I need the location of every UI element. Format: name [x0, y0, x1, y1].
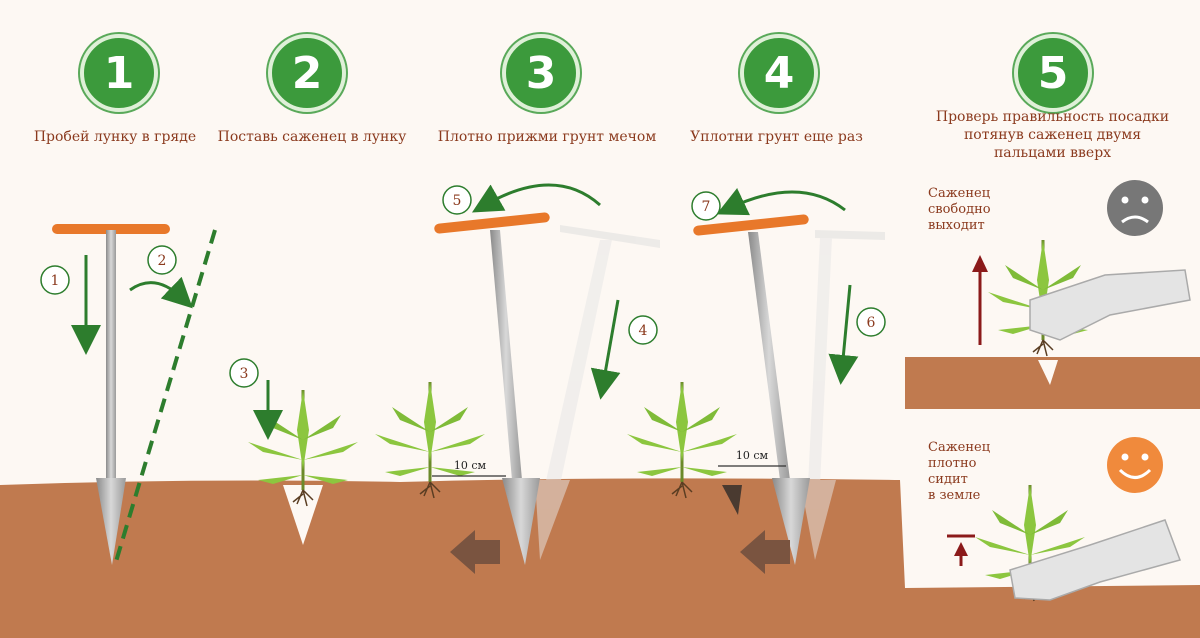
- step-caption-4: Уплотни грунт еще раз: [690, 129, 863, 145]
- smile-face-icon: [1107, 437, 1163, 493]
- arrow-down-step4: [828, 284, 859, 385]
- dibber-step1: [52, 224, 170, 565]
- step-caption-5-line-1: Проверь правильность посадки: [935, 109, 1170, 125]
- svg-text:2: 2: [158, 253, 167, 269]
- note-loose-line-2: свободно: [928, 202, 991, 217]
- hole-top: [1038, 360, 1058, 385]
- action-marker-2: 2: [147, 245, 177, 275]
- tilt-arrow: [129, 276, 193, 309]
- arrow-down-step3: [590, 299, 621, 400]
- action-marker-7: 7: [691, 191, 721, 221]
- dibber-step4: [693, 214, 810, 565]
- action-marker-6: 6: [856, 307, 886, 337]
- svg-text:4: 4: [639, 323, 648, 339]
- svg-text:6: 6: [867, 315, 876, 331]
- action-marker-5: 5: [442, 185, 472, 215]
- note-loose-seedling: Саженец свободно выходит: [928, 186, 991, 234]
- hand-bottom: [1009, 519, 1181, 601]
- soil-bed: [0, 478, 1200, 638]
- step-badge-2: 2: [268, 34, 346, 112]
- svg-text:1: 1: [51, 273, 60, 289]
- distance-label-step4: 10 см: [736, 449, 769, 462]
- action-marker-4: 4: [628, 315, 658, 345]
- step-caption-5-line-2: потянув саженец двумя: [963, 127, 1142, 143]
- svg-text:3: 3: [240, 366, 249, 382]
- hand-top: [1029, 269, 1191, 341]
- step-caption-5-line-3: пальцами вверх: [993, 145, 1112, 161]
- dibber-step4-ghost: [800, 230, 885, 560]
- note-loose-line-3: выходит: [928, 218, 985, 233]
- sad-face-icon: [1107, 180, 1163, 236]
- step-badge-3: 3: [502, 34, 580, 112]
- step-badge-5: 5: [1014, 34, 1092, 112]
- check-panel-divider: [905, 409, 1200, 439]
- action-marker-1: 1: [40, 265, 70, 295]
- note-firm-line-4: в земле: [928, 488, 981, 503]
- svg-text:7: 7: [702, 199, 711, 215]
- note-firm-line-2: плотно: [928, 456, 977, 471]
- step-caption-2: Поставь саженец в лунку: [217, 129, 407, 145]
- action-marker-3: 3: [229, 358, 259, 388]
- distance-label-step3: 10 см: [454, 459, 487, 472]
- dashed-tilt-line: [113, 229, 217, 566]
- push-arrow-step4: [740, 530, 790, 574]
- note-firm-line-3: сидит: [928, 472, 968, 487]
- step-badge-4: 4: [740, 34, 818, 112]
- note-firm-line-1: Саженец: [928, 440, 991, 455]
- note-firm-seedling: Саженец плотно сидит в земле: [928, 440, 990, 504]
- step-caption-3: Плотно прижми грунт мечом: [437, 129, 657, 145]
- dibber-step3-ghost: [535, 225, 660, 560]
- swing-arrow-step3: [471, 183, 601, 213]
- step-caption-1: Пробей лунку в гряде: [33, 129, 197, 145]
- push-arrow-step3: [450, 530, 500, 574]
- swing-arrow-step4: [716, 188, 846, 216]
- step-caption-5: Проверь правильность посадки потянув саж…: [930, 108, 1175, 162]
- compact-wedge: [722, 485, 742, 515]
- step-badge-1: 1: [80, 34, 158, 112]
- marker-limit-red: [947, 534, 975, 566]
- note-loose-line-1: Саженец: [928, 186, 991, 201]
- svg-text:5: 5: [453, 193, 462, 209]
- dibber-step3: [434, 212, 550, 565]
